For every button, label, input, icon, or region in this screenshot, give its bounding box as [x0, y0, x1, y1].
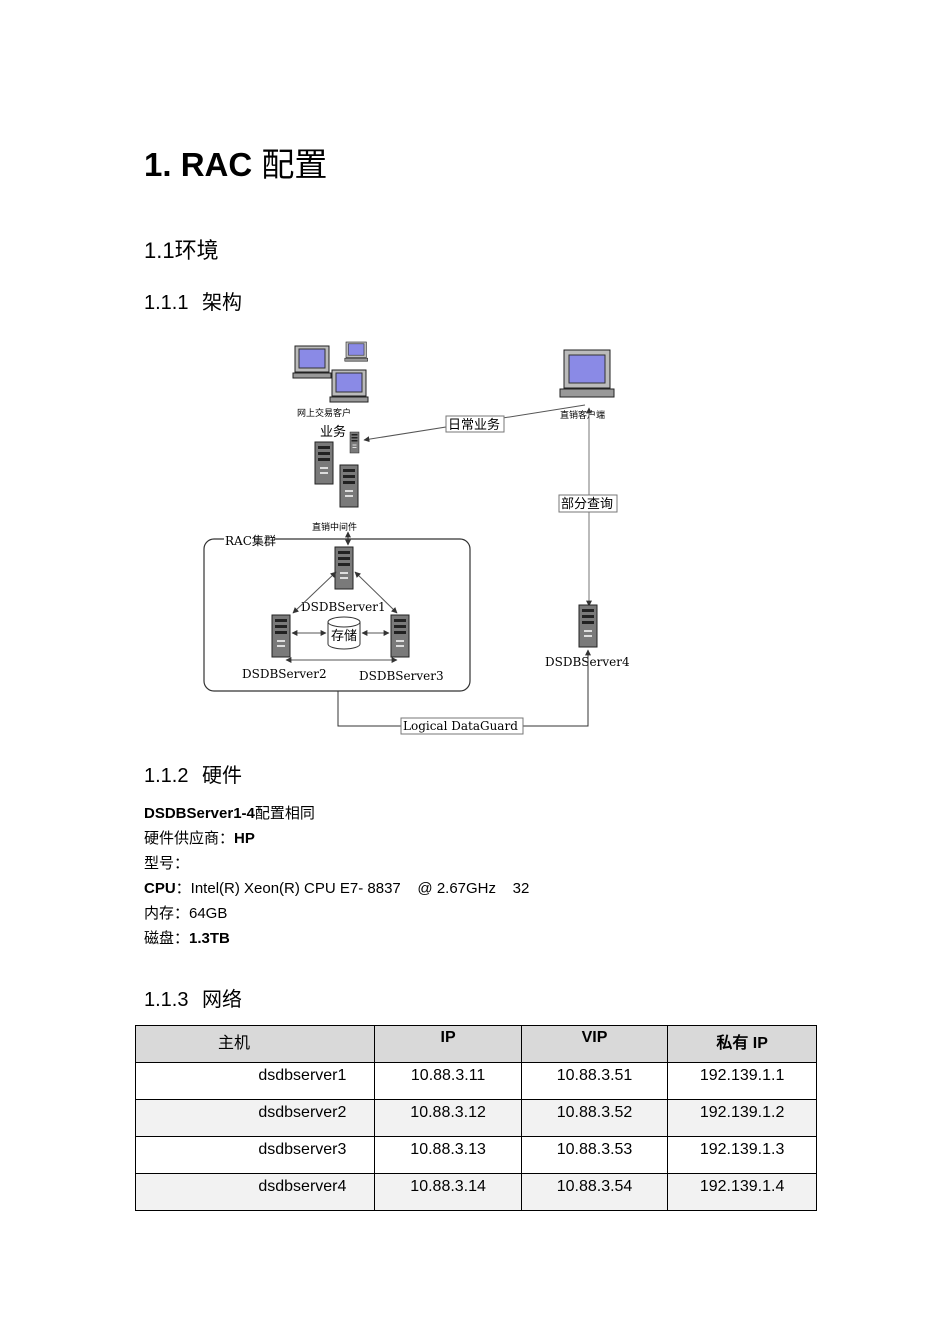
title-number: 1. RAC: [144, 146, 253, 183]
private-ip-cell: 192.139.1.4: [667, 1173, 817, 1211]
ip-cell: 10.88.3.12: [374, 1099, 522, 1137]
page-title: 1. RAC 配置: [144, 138, 327, 186]
table-header-row: 主机 IP VIP 私有 IP: [134, 1025, 817, 1063]
network-table: 主机 IP VIP 私有 IP dsdbserver1 10.88.3.11 1…: [134, 1025, 817, 1211]
server3-label: DSDBServer3: [359, 669, 444, 683]
daily-business-label: 日常业务: [448, 417, 500, 433]
server3-icon: [390, 614, 410, 658]
business-label: 业务: [320, 424, 346, 440]
server1-icon: [334, 546, 354, 590]
ip-cell: 10.88.3.13: [374, 1136, 522, 1174]
private-ip-cell: 192.139.1.3: [667, 1136, 817, 1174]
middleware-label: 直销中间件: [312, 521, 357, 533]
section-hardware: 1.1.2 硬件: [144, 759, 242, 788]
section-environment: 1.1环境: [144, 238, 219, 263]
header-private-ip: 私有 IP: [667, 1025, 817, 1063]
host-cell: dsdbserver4: [134, 1173, 376, 1211]
host-cell: dsdbserver1: [134, 1062, 376, 1100]
header-host: 主机: [134, 1025, 376, 1063]
server2-icon: [271, 614, 291, 658]
ip-cell: 10.88.3.11: [374, 1062, 522, 1100]
ip-cell: 10.88.3.14: [374, 1173, 522, 1211]
middleware-server-icon: [314, 431, 360, 508]
section-title: 网络: [202, 989, 242, 1011]
vendor-line: 硬件供应商：HP: [144, 830, 255, 847]
disk-line: 磁盘：1.3TB: [144, 930, 230, 947]
rac-cluster-box: [203, 538, 471, 692]
model-line: 型号：: [144, 855, 190, 872]
server4-icon: [578, 604, 598, 648]
server2-label: DSDBServer2: [242, 667, 327, 681]
section-network: 1.1.3 网络: [144, 983, 242, 1012]
header-vip: VIP: [520, 1025, 669, 1063]
cpu-line: CPU：Intel(R) Xeon(R) CPU E7- 8837 @ 2.67…: [144, 880, 530, 897]
section-number: 1.1.1: [144, 292, 189, 314]
direct-client-label: 直销客户端: [560, 409, 605, 421]
section-architecture: 1.1.1 架构: [144, 286, 242, 315]
private-ip-cell: 192.139.1.2: [667, 1099, 817, 1137]
dataguard-label: Logical DataGuard: [403, 719, 518, 733]
storage-icon: [327, 616, 361, 650]
hardware-specs: DSDBServer1-4配置相同 硬件供应商：HP 型号： CPU：Intel…: [144, 801, 529, 951]
vip-cell: 10.88.3.52: [520, 1099, 669, 1137]
direct-client-computer-icon: [559, 349, 615, 398]
client-computer-icon: [292, 341, 369, 403]
vip-cell: 10.88.3.51: [520, 1062, 669, 1100]
server4-label: DSDBServer4: [545, 655, 630, 669]
memory-line: 内存：64GB: [144, 905, 228, 922]
storage-label: 存储: [331, 629, 357, 644]
online-clients-label: 网上交易客户: [297, 407, 351, 419]
section-title: 硬件: [202, 765, 242, 787]
host-cell: dsdbserver3: [134, 1136, 376, 1174]
vip-cell: 10.88.3.53: [520, 1136, 669, 1174]
table-row: dsdbserver3 10.88.3.13 10.88.3.53 192.13…: [134, 1136, 817, 1174]
title-text: 配置: [261, 145, 328, 184]
config-line: DSDBServer1-4配置相同: [144, 805, 315, 822]
private-ip-cell: 192.139.1.1: [667, 1062, 817, 1100]
architecture-diagram: 网上交易客户 业务 直销中间件 直销客户端 日常业务 部分查询 RAC集群 DS…: [203, 341, 630, 735]
host-cell: dsdbserver2: [134, 1099, 376, 1137]
section-number: 1.1.3: [144, 989, 189, 1011]
vip-cell: 10.88.3.54: [520, 1173, 669, 1211]
rac-cluster-label: RAC集群: [225, 533, 276, 548]
section-number: 1.1.2: [144, 765, 189, 787]
table-row: dsdbserver4 10.88.3.14 10.88.3.54 192.13…: [134, 1173, 817, 1211]
table-row: dsdbserver1 10.88.3.11 10.88.3.51 192.13…: [134, 1062, 817, 1100]
table-row: dsdbserver2 10.88.3.12 10.88.3.52 192.13…: [134, 1099, 817, 1137]
section-title: 架构: [202, 292, 242, 314]
header-ip: IP: [374, 1025, 522, 1063]
server1-label: DSDBServer1: [301, 600, 386, 614]
partial-query-label: 部分查询: [561, 497, 613, 512]
